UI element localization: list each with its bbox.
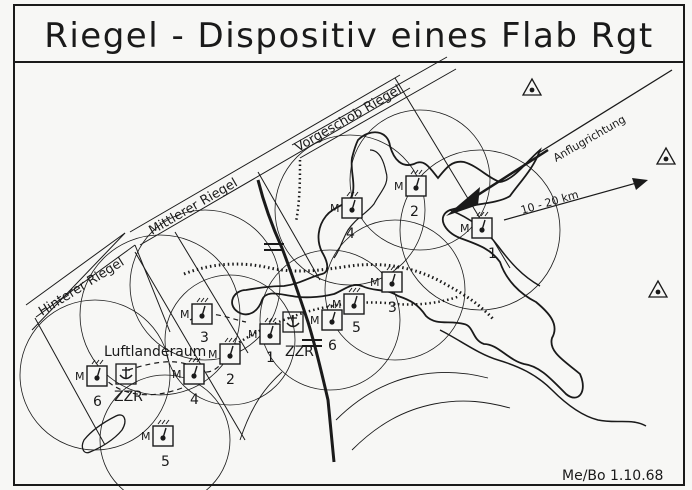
battery-marker: M <box>141 430 151 443</box>
battery-number: 4 <box>190 392 199 408</box>
battery-number: 2 <box>410 204 419 220</box>
triangle-warning-icon <box>647 279 669 298</box>
battery-number: 3 <box>388 300 397 316</box>
battery-marker: M <box>330 202 340 215</box>
battery-number: 6 <box>328 338 337 354</box>
battery-marker: M <box>394 180 404 193</box>
battery-symbol: M1 <box>460 211 497 262</box>
battery-symbol: M3 <box>180 297 213 346</box>
battery-symbol: M3 <box>370 265 403 316</box>
zzr-left-label: ZZR <box>114 389 143 405</box>
battery-symbol: M4 <box>172 357 205 408</box>
distance-arrow-head <box>632 178 648 190</box>
trench-dotted <box>294 159 302 223</box>
label-mittlerer-riegel: Mittlerer Riegel <box>147 176 241 239</box>
battery-symbol: M5 <box>141 419 174 470</box>
battery-marker: M <box>75 370 85 383</box>
anflugrichtung-line <box>539 69 673 153</box>
river-dotted <box>183 262 496 322</box>
battery-symbol: M2 <box>394 169 427 220</box>
triangle-symbols <box>521 77 677 298</box>
battery-number: 3 <box>200 330 209 346</box>
battery-number: 4 <box>346 226 355 242</box>
distance-label: 10 - 20 km <box>519 188 580 217</box>
lake-inner-shore <box>333 149 388 259</box>
battery-number: 1 <box>266 350 275 366</box>
map-title: Riegel - Dispositiv eines Flab Rgt <box>44 16 654 56</box>
battery-symbol: M6 <box>310 303 343 354</box>
battery-marker: M <box>248 328 258 341</box>
coastline-south <box>439 329 647 427</box>
signature-date: Me/Bo 1.10.68 <box>562 468 663 484</box>
small-island <box>81 414 126 454</box>
curved-field-lines <box>239 371 511 451</box>
battery-symbol: M1 <box>248 317 281 366</box>
battery-number: 2 <box>226 372 235 388</box>
battery-marker: M <box>310 314 320 327</box>
triangle-warning-icon <box>655 146 677 165</box>
battery-marker: M <box>208 348 218 361</box>
boundary-ticks <box>264 243 322 347</box>
zzr-anchor-icon <box>115 363 137 385</box>
battery-number: 5 <box>352 320 361 336</box>
battery-number: 5 <box>161 454 170 470</box>
zzr-anchor-icon <box>282 311 304 333</box>
coastline-east <box>449 209 541 287</box>
battery-marker: M <box>370 276 380 289</box>
boundary-line-heavy <box>256 179 336 463</box>
battery-number: 6 <box>93 394 102 410</box>
battery-symbol: M2 <box>208 337 241 388</box>
coverage-circles <box>19 109 561 490</box>
label-vorgeschob-riegel: Vorgeschob Riegel <box>293 82 405 155</box>
battery-symbol: M5 <box>332 287 365 336</box>
distance-arrow-line <box>503 181 641 221</box>
battery-symbol: M4 <box>330 191 363 242</box>
luftlanderaum-label: Luftlanderaum <box>104 344 206 360</box>
attack-arrow-shaft <box>469 148 549 202</box>
outer-frame <box>13 4 685 486</box>
triangle-warning-icon <box>521 77 543 96</box>
battery-marker: M <box>460 222 470 235</box>
battery-number: 1 <box>488 246 497 262</box>
battery-marker: M <box>172 368 182 381</box>
lake-shoreline <box>231 131 584 399</box>
battery-symbol: M6 <box>75 359 108 410</box>
battery-marker: M <box>180 308 190 321</box>
zzr-center-label: ZZR <box>285 344 314 360</box>
attack-arrow-head <box>446 187 480 216</box>
battery-marker: M <box>332 298 342 311</box>
